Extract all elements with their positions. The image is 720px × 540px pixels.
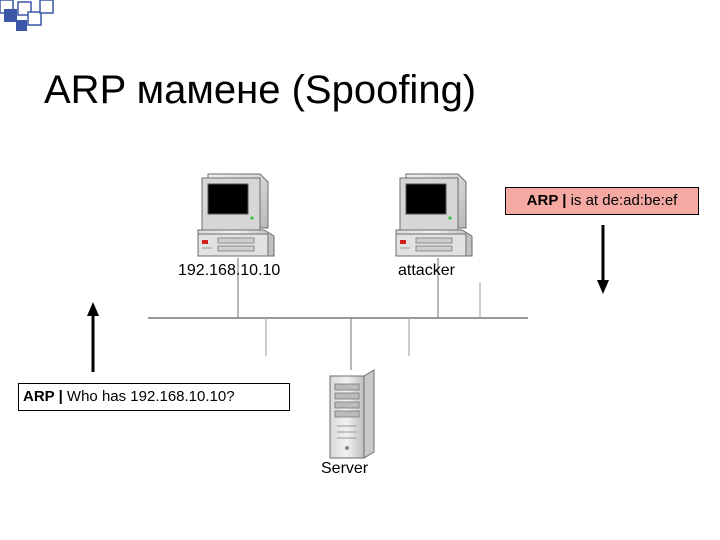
desktop-computer-icon — [197, 173, 275, 257]
server-label: Server — [321, 460, 369, 477]
corner-decoration — [0, 0, 54, 31]
arp-reply-box: ARP | is at de:ad:be:ef — [505, 187, 699, 215]
arp-request-prefix: ARP | — [23, 388, 63, 405]
arp-reply-prefix: ARP | — [526, 192, 567, 209]
attacker-label: attacker — [398, 262, 455, 279]
slide-title: ARP мамене (Spoofing) — [44, 68, 477, 112]
arrow-down-icon — [597, 225, 609, 294]
arp-request-text: Who has 192.168.10.10? — [62, 388, 235, 405]
workstation-ip-label: 192.168.10.10 — [178, 262, 281, 279]
arp-reply-text: is at de:ad:be:ef — [566, 192, 678, 209]
arrow-up-icon — [87, 302, 99, 372]
arp-request-box: ARP | Who has 192.168.10.10? — [18, 383, 290, 411]
tower-server-icon — [329, 369, 375, 459]
desktop-computer-icon — [395, 173, 473, 257]
